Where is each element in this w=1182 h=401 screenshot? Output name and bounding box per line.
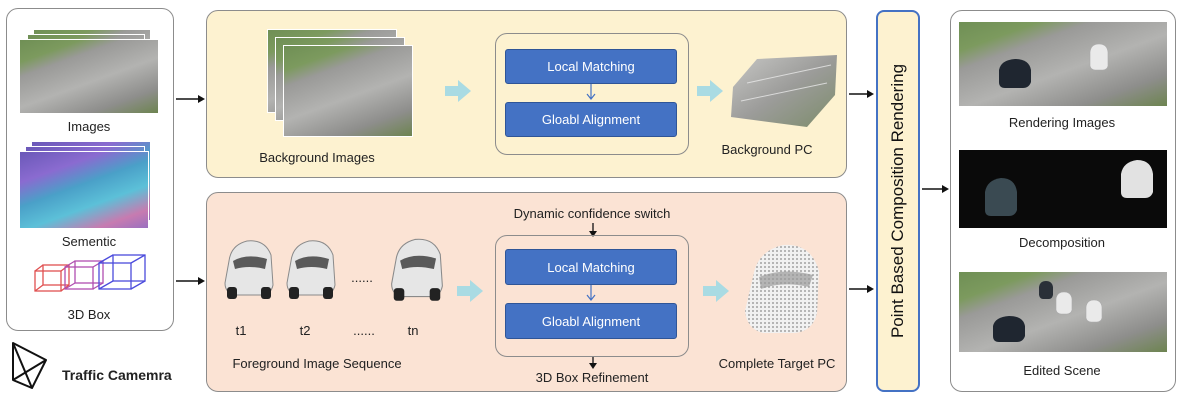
rendering-image [958,21,1168,107]
input-image [19,39,159,114]
arrow-to-background [176,95,205,103]
output-panel: Rendering Images Decomposition Edited Sc… [950,10,1176,392]
dynamic-confidence-switch-label: Dynamic confidence switch [513,206,671,221]
car-frame-tn [391,238,443,301]
images-label: Images [67,119,111,134]
foreground-panel: ...... t1 t2 ...... tn Foreground Image … [206,192,847,392]
arrow-render-to-output [922,185,949,193]
box-label: 3D Box [67,307,111,322]
edited-car-white-2 [1085,299,1103,323]
bg-module-arrow [586,84,596,100]
decomposed-car-white [1121,160,1153,198]
bg-matching-module [495,33,689,155]
background-point-cloud [731,55,837,127]
rendering-images-label: Rendering Images [1008,115,1116,130]
complete-target-pc-label: Complete Target PC [718,356,836,371]
bg-local-matching: Local Matching [505,49,677,84]
fg-flow-arrow-1 [457,280,483,302]
car-frame-t2 [286,240,336,299]
fg-flow-arrow-2 [703,280,729,302]
decomposed-car-dark [985,178,1017,216]
bg-global-alignment: Gloabl Alignment [505,102,677,137]
rendered-car-dark [999,59,1031,88]
edited-car-white-1 [1055,291,1073,315]
composition-rendering-bar: Point Based Composition Rendering [876,10,920,392]
fg-module-arrow [586,285,596,301]
frame-label-t1: t1 [235,323,247,338]
frame-label-t2: t2 [299,323,311,338]
fg-global-alignment: Gloabl Alignment [505,303,677,339]
refinement-down-arrow [589,357,597,369]
box-refinement-label: 3D Box Refinement [535,370,649,385]
frame-label-tn: tn [407,323,419,338]
traffic-camera-label: Traffic Camemra [62,367,172,383]
background-images-label: Background Images [259,150,375,165]
bg-flow-arrow-1 [445,80,471,102]
edited-scene-label: Edited Scene [1023,363,1101,378]
semantic-label: Sementic [61,234,117,249]
arrow-fg-to-render [849,285,874,293]
fg-matching-module [495,235,689,357]
arrow-bg-to-render [849,90,874,98]
camera-frustum-icon [12,342,47,389]
sequence-ellipsis-bottom: ...... [353,323,375,338]
edited-scene-image [958,271,1168,353]
composition-rendering-label: Point Based Composition Rendering [888,63,907,339]
input-panel: Images Sementic 3D Box [6,8,174,331]
edited-car-dark [993,316,1025,342]
rendered-car-white [1089,43,1109,71]
decomposition-image [958,149,1168,229]
bg-image-stack-front [283,45,413,137]
arrow-to-foreground [176,277,205,285]
fg-local-matching: Local Matching [505,249,677,285]
foreground-sequence-label: Foreground Image Sequence [232,356,402,371]
car-frame-t1 [224,240,274,299]
semantic-image [19,151,149,229]
bg-flow-arrow-2 [697,80,723,102]
edited-car-dark-2 [1039,281,1053,299]
sequence-ellipsis-top: ...... [351,270,373,285]
switch-down-arrow [589,223,597,237]
complete-target-point-cloud [745,244,819,333]
background-pc-label: Background PC [721,142,813,157]
decomposition-label: Decomposition [1019,235,1105,250]
3d-box-wireframes [34,254,146,292]
background-panel: Background Images Local Matching Gloabl … [206,10,847,178]
